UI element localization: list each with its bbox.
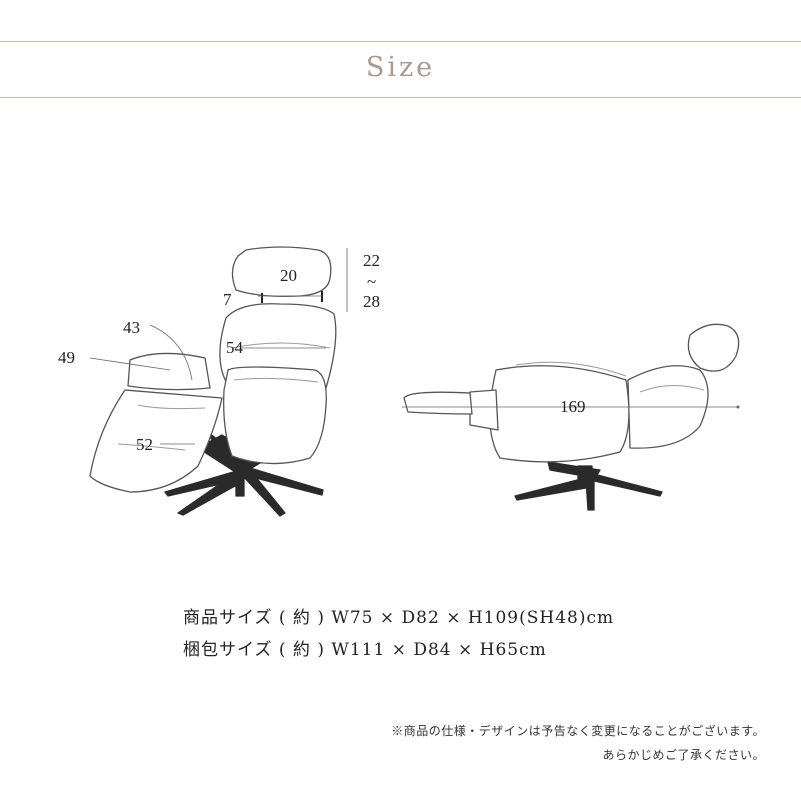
dim-seat-back-width: 54 xyxy=(226,338,244,357)
footrest-reclined xyxy=(403,391,473,415)
header-rule-top xyxy=(0,41,801,42)
seat-reclined xyxy=(469,389,499,431)
product-size-spec: 商品サイズ ( 約 ) W75 × D82 × H109(SH48)cm xyxy=(183,608,615,628)
chair-base-reclined xyxy=(514,461,663,511)
dim-armrest-gap: 43 xyxy=(123,318,140,337)
dim-headrest-height-max: 28 xyxy=(363,292,380,311)
dim-headrest-height-tilde: ~ xyxy=(367,272,376,291)
seat-upright xyxy=(127,352,211,391)
armrest-upright xyxy=(223,366,327,465)
headrest-reclined xyxy=(687,323,740,372)
disclaimer-line-2: あらかじめご了承ください。 xyxy=(602,748,765,762)
disclaimer-line-1: ※商品の仕様・デザインは予告なく変更になることがございます。 xyxy=(391,724,765,738)
chair-diagram: 20 22 ~ 28 7 54 43 49 52 169 xyxy=(58,246,740,517)
dim-reclined-length: 169 xyxy=(560,397,586,416)
chair-base-upright xyxy=(164,429,324,517)
dimension-lines-upright xyxy=(89,248,348,445)
body-reclined xyxy=(489,365,630,463)
headrest-upright xyxy=(231,246,332,298)
chair-upright-illustration xyxy=(89,246,348,517)
dim-footrest-length: 52 xyxy=(136,435,153,454)
package-size-spec: 梱包サイズ ( 約 ) W111 × D84 × H65cm xyxy=(183,640,547,660)
chair-reclined-illustration xyxy=(402,323,740,511)
page-title: Size xyxy=(365,52,436,83)
header-rule-bottom xyxy=(0,97,801,98)
dim-headrest-width: 20 xyxy=(280,266,297,285)
footrest-upright xyxy=(89,389,223,493)
dim-headrest-height-min: 22 xyxy=(363,251,380,270)
dim-seat-height: 49 xyxy=(58,348,75,367)
dim-headrest-gap: 7 xyxy=(223,290,232,309)
